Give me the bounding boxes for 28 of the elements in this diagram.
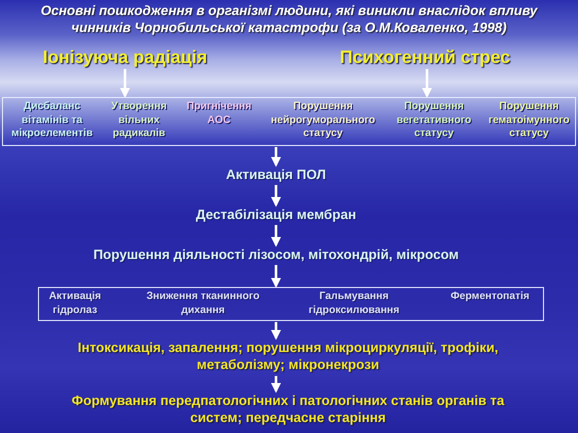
arrow — [271, 185, 281, 207]
step-text: Активація ПОЛ — [176, 166, 376, 183]
diagram-title: Основні пошкодження в організмі людини, які виникли внаслідок впливу чинників Чорнобильської катастрофи (за О.М.Коваленко, 1998) — [40, 2, 539, 36]
arrow — [120, 69, 130, 98]
factor-text: Активація гідролаз — [42, 290, 108, 317]
arrow — [422, 69, 432, 98]
factor-text: Утворення вільних радикалів — [102, 100, 176, 140]
factor-text: Пригнічення АОС — [177, 100, 261, 127]
factor-text: Порушення вегетативного статусу — [386, 100, 482, 140]
step-text: Формування передпатологічних і патологічних станів органів та систем; передчасне старіння — [46, 392, 530, 426]
factor-text: Порушення гематоімунного статусу — [483, 100, 575, 140]
factor-text: Гальмування гідроксилювання — [289, 290, 419, 317]
arrow — [271, 322, 281, 340]
step-text: Порушення діяльності лізосом, мітохондрій, мікросом — [56, 246, 496, 263]
arrow — [271, 225, 281, 247]
factor-text: Зниження тканинного дихання — [133, 290, 273, 317]
arrow — [271, 265, 281, 288]
step-text: Психогенний стрес — [320, 46, 530, 68]
group-frame — [38, 287, 544, 321]
step-text: Іонізуюча радіація — [30, 46, 220, 68]
factor-text: Ферментопатія — [439, 290, 541, 304]
arrow — [271, 147, 281, 167]
factor-text: Порушення нейрогуморального статусу — [261, 100, 385, 140]
group-frame — [2, 97, 576, 146]
step-text: Інтоксикація, запалення; порушення мікроциркуляції, трофіки, метаболізму; мікронекрози — [46, 339, 530, 373]
arrow — [271, 376, 281, 393]
step-text: Дестабілізація мембран — [146, 206, 406, 223]
factor-text: Дисбаланс вітамінів та мікроелементів — [3, 100, 101, 140]
